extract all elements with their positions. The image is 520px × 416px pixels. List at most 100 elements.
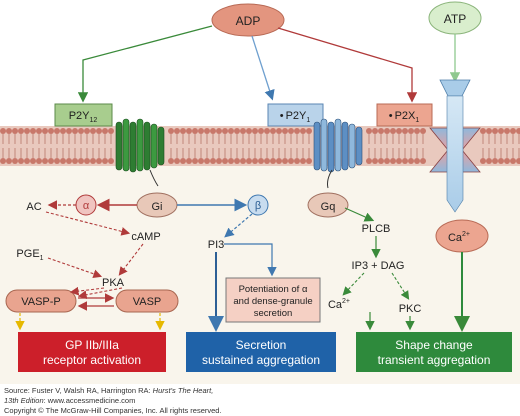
- lipid-head: [180, 128, 186, 134]
- p2x1-receptor-box: [376, 103, 433, 127]
- adp-to-p2x1-arrow: [277, 27, 418, 103]
- lipid-head: [90, 128, 96, 134]
- lipid-head: [396, 128, 402, 134]
- lipid-head: [408, 158, 414, 164]
- beta-subunit-node: [247, 194, 269, 216]
- lipid-head: [30, 128, 36, 134]
- lipid-head: [372, 158, 378, 164]
- p2y1-label: •P2Y1: [280, 110, 311, 124]
- lipid-head: [102, 128, 108, 134]
- lipid-head: [258, 128, 264, 134]
- lipid-head: [480, 158, 486, 164]
- lipid-head: [246, 158, 252, 164]
- lipid-head: [48, 128, 54, 134]
- lipid-head: [282, 158, 288, 164]
- adp-node: [211, 3, 285, 37]
- p2y12-subscript: 12: [90, 117, 98, 124]
- lipid-head: [66, 128, 72, 134]
- lipid-head: [384, 128, 390, 134]
- lipid-head: [42, 158, 48, 164]
- lipid-head: [228, 158, 234, 164]
- lipid-head: [282, 128, 288, 134]
- gp-outcome-line2: receptor activation: [43, 353, 141, 367]
- lipid-head: [222, 158, 228, 164]
- lipid-head: [12, 128, 18, 134]
- pge1-label: PGE1: [16, 248, 43, 262]
- p2x1-bullet: •: [389, 110, 393, 122]
- adp-to-p2y12-arrow: [77, 25, 213, 103]
- lipid-head: [294, 158, 300, 164]
- adp-to-p2y1-arrow: [251, 35, 275, 101]
- lipid-head: [288, 128, 294, 134]
- copyright-line: Copyright © The McGraw-Hill Companies, I…: [4, 406, 222, 415]
- signaling-arrows: [15, 198, 470, 332]
- source-line: Source: Fuster V, Walsh RA, Harrington R…: [4, 386, 222, 396]
- lipid-head: [84, 158, 90, 164]
- lipid-head: [174, 128, 180, 134]
- p2y1-bullet: •: [280, 110, 284, 122]
- source-site: : www.accessmedicine.com: [43, 396, 136, 405]
- lipid-head: [384, 158, 390, 164]
- lipid-head: [48, 158, 54, 164]
- potentiation-box: [225, 277, 321, 323]
- atp-label: ATP: [444, 12, 466, 26]
- lipid-head: [6, 158, 12, 164]
- pge1-main: PGE: [16, 248, 39, 260]
- lipid-head: [36, 158, 42, 164]
- lipid-head: [66, 158, 72, 164]
- ac-label: AC: [26, 201, 41, 213]
- pge1-sub: 1: [40, 255, 44, 262]
- lipid-head: [216, 158, 222, 164]
- lipid-head: [0, 158, 6, 164]
- pka-to-vasp-p-arrow-1: [69, 286, 105, 296]
- lipid-head: [24, 128, 30, 134]
- lipid-head: [396, 158, 402, 164]
- lipid-head: [306, 158, 312, 164]
- lipid-head: [492, 128, 498, 134]
- lipid-head: [54, 128, 60, 134]
- p2y1-transmembrane-helices: [313, 118, 363, 189]
- lipid-head: [0, 128, 6, 134]
- lipid-head: [168, 158, 174, 164]
- lipid-head: [222, 128, 228, 134]
- lipid-head: [234, 128, 240, 134]
- lipid-head: [414, 158, 420, 164]
- lipid-head: [276, 128, 282, 134]
- lipid-head: [78, 128, 84, 134]
- lipid-head: [300, 158, 306, 164]
- source-edition: 13th Edition: [4, 396, 44, 405]
- lipid-head: [78, 158, 84, 164]
- p2x1-subscript: 1: [415, 117, 419, 124]
- p2y12-transmembrane-helices: [115, 118, 165, 187]
- lipid-head: [198, 128, 204, 134]
- lipid-head: [366, 158, 372, 164]
- ac-to-camp-arrow: [45, 211, 131, 236]
- lipid-head: [90, 158, 96, 164]
- beta-to-pi3-arrow: [224, 213, 253, 238]
- camp-to-pka-arrow: [118, 243, 144, 276]
- lipid-head: [60, 158, 66, 164]
- lipid-head: [168, 128, 174, 134]
- ca-cytosolic-label: Ca2+: [328, 298, 350, 311]
- lipid-head: [378, 158, 384, 164]
- lipid-head: [270, 128, 276, 134]
- p2x1-ion-channel: [429, 79, 481, 213]
- lipid-head: [258, 158, 264, 164]
- p2x1-main-text: P2X: [395, 110, 416, 122]
- lipid-head: [72, 158, 78, 164]
- lipid-head: [30, 158, 36, 164]
- lipid-head: [210, 128, 216, 134]
- adp-label: ADP: [236, 14, 261, 28]
- p2x1-label: •P2X1: [389, 110, 420, 124]
- lipid-head: [72, 128, 78, 134]
- pkc-label: PKC: [399, 303, 422, 315]
- lipid-head: [264, 158, 270, 164]
- lipid-head: [228, 128, 234, 134]
- lipid-head: [390, 158, 396, 164]
- p2y1-subscript: 1: [306, 117, 310, 124]
- shape-outcome-line1: Shape change: [395, 338, 473, 352]
- p2y12-receptor-box: [54, 103, 113, 127]
- lipid-head: [264, 128, 270, 134]
- lipid-head: [252, 158, 258, 164]
